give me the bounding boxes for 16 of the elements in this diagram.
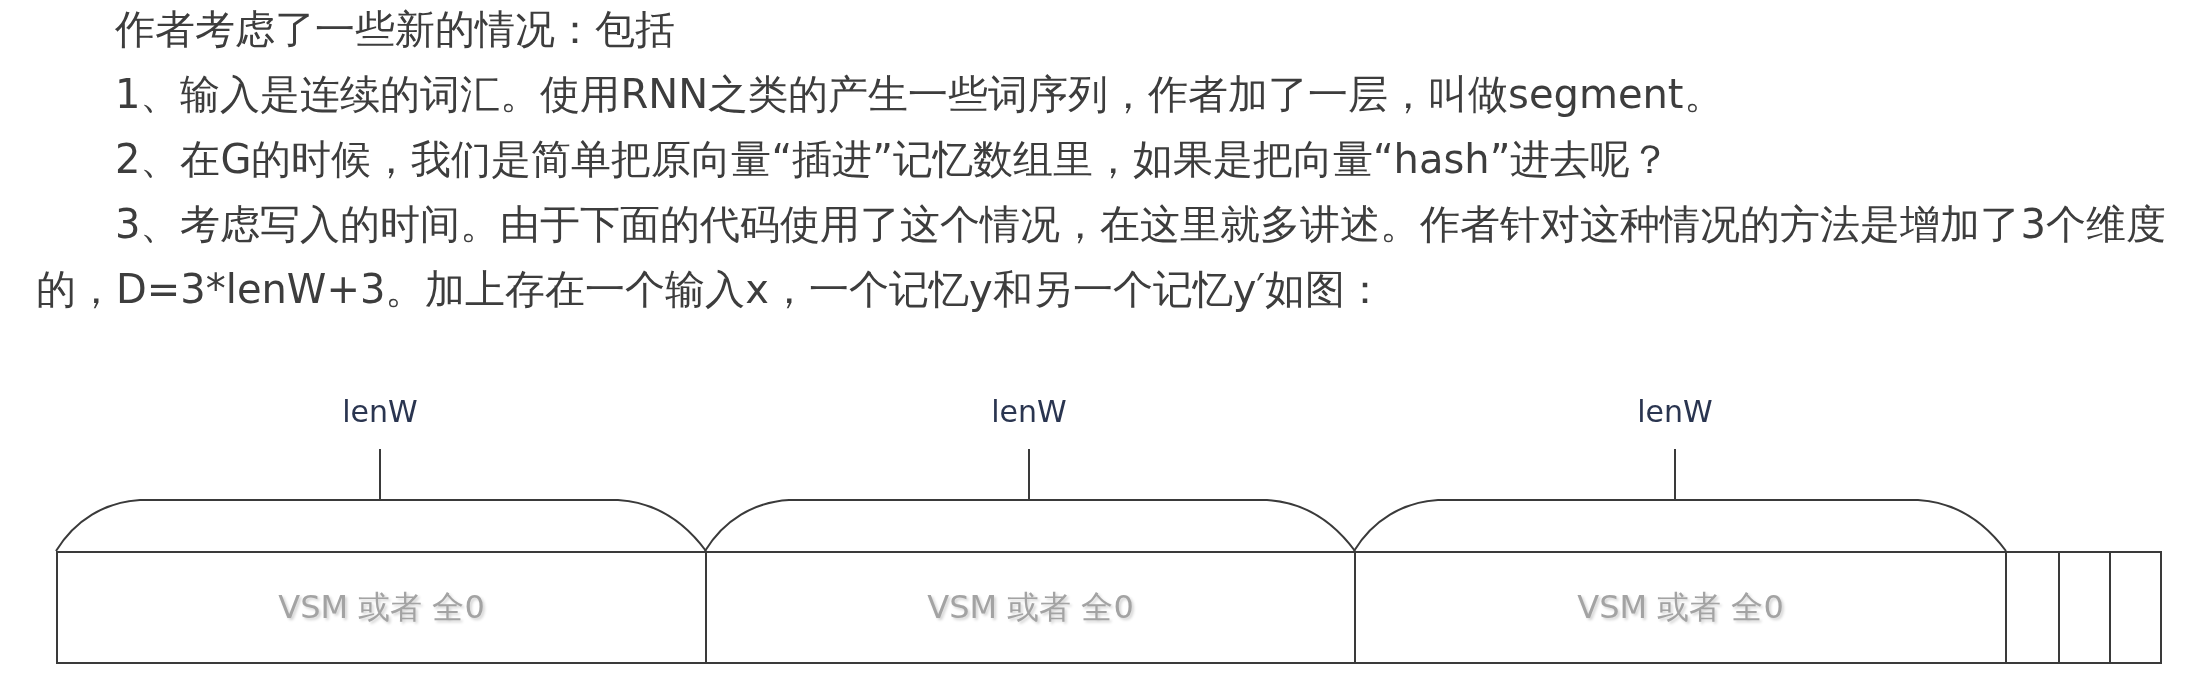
- segment-label: VSM 或者 全0: [278, 586, 485, 628]
- narrow-cell: [2005, 551, 2060, 664]
- vector-segment: [705, 551, 1356, 664]
- paragraph: 3、考虑写入的时间。由于下面的代码使用了这个情况，在这里就多讲述。作者针对这种情况的方法是增加了3个维度的，D=3*lenW+3。加上存在一个输入x，一个记忆y和另一个记忆y′如图：: [36, 200, 2167, 314]
- segment-label: VSM 或者 全0: [927, 586, 1134, 628]
- width-label: lenW: [1637, 394, 1713, 429]
- width-label: lenW: [342, 394, 418, 429]
- paragraph: 作者考虑了一些新的情况：包括: [115, 5, 675, 54]
- segment-label: VSM 或者 全0: [1577, 586, 1784, 628]
- narrow-cell: [2058, 551, 2111, 664]
- paragraph: 2、在G的时候，我们是简单把原向量“插进”记忆数组里，如果是把向量“hash”进去呢？: [115, 135, 1671, 184]
- width-label: lenW: [991, 394, 1067, 429]
- narrow-cell: [2109, 551, 2162, 664]
- vector-segment: [56, 551, 707, 664]
- paragraph: 1、输入是连续的词汇。使用RNN之类的产生一些词序列，作者加了一层，叫做segment。: [115, 70, 1724, 119]
- vector-segment: [1354, 551, 2007, 664]
